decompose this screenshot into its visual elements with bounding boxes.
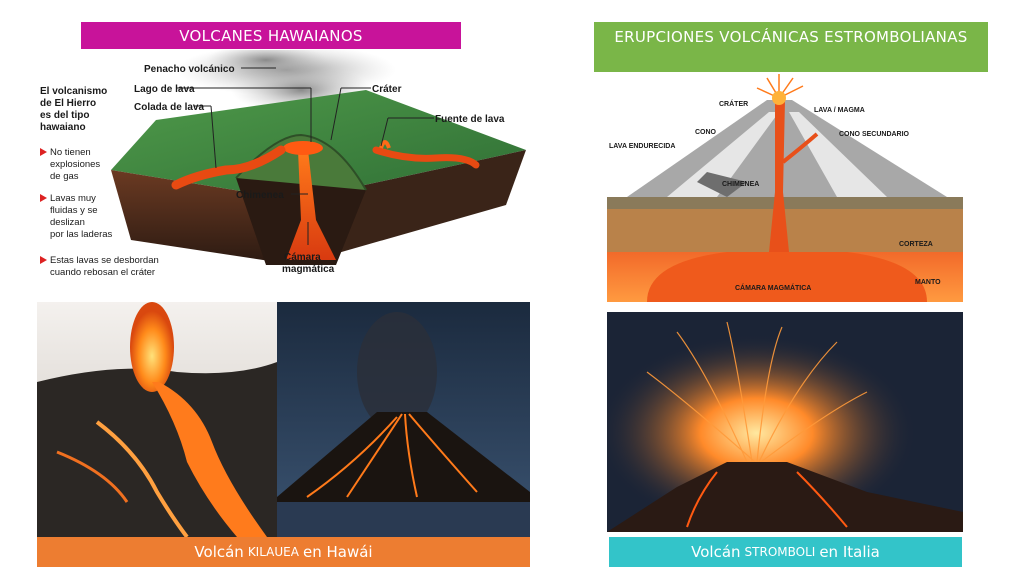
label-secondary-cone: CONO SECUNDARIO xyxy=(839,131,910,138)
caption-location: en Italia xyxy=(819,543,880,561)
side-title-line: hawaiano xyxy=(40,122,86,133)
label-crust: CORTEZA xyxy=(899,241,933,248)
svg-text:No tienen explosiones: No tienen explosiones de gas xyxy=(50,147,103,182)
svg-text:El volcanismo de El Hierro: El volcanismo de El Hierro es del tipo h… xyxy=(40,86,110,133)
caption-volcano-name: KILAUEA xyxy=(247,545,299,559)
svg-text:Lavas muy fluidas y se: Lavas muy fluidas y se deslizan por las … xyxy=(50,193,113,240)
hawaiian-volcano-diagram: El volcanismo de El Hierro es del tipo h… xyxy=(40,50,526,278)
hawaiian-volcanoes-title: VOLCANES HAWAIANOS xyxy=(179,26,363,45)
label-lava-magma: LAVA / MAGMA xyxy=(814,107,865,114)
strombolian-volcano-diagram: CRÁTER LAVA / MAGMA CONO CONO SECUNDARIO… xyxy=(607,72,963,302)
label-chamber: Cámara xyxy=(284,252,321,263)
label-chimney: Chimenea xyxy=(236,190,284,201)
svg-text:Estas lavas se desbordan: Estas lavas se desbordan cuando rebosan … xyxy=(50,255,161,278)
label-lava-fountain: Fuente de lava xyxy=(435,114,505,125)
strombolian-eruptions-title: ERUPCIONES VOLCÁNICAS ESTROMBOLIANAS xyxy=(614,28,968,46)
label-lava-flow: Colada de lava xyxy=(134,102,204,113)
svg-text:Penacho volcánico: Penacho volcánico xyxy=(144,64,235,75)
label-chamber: magmática xyxy=(282,264,335,275)
label-crater-strombolian: CRÁTER xyxy=(719,99,748,108)
caption-prefix: Volcán xyxy=(691,543,741,561)
stromboli-photo xyxy=(607,312,963,532)
label-magma-chamber: CÁMARA MAGMÁTICA xyxy=(735,283,811,292)
kilauea-caption: Volcán KILAUEA en Hawái xyxy=(37,537,530,567)
stromboli-caption: Volcán STROMBOLI en Italia xyxy=(609,537,962,567)
label-cone: CONO xyxy=(695,129,717,136)
label-mantle: MANTO xyxy=(915,279,941,286)
caption-location: en Hawái xyxy=(302,543,373,561)
hawaiian-volcanoes-banner: VOLCANES HAWAIANOS xyxy=(81,22,461,49)
label-hardened-lava: LAVA ENDURECIDA xyxy=(609,143,675,150)
label-lava-lake: Lago de lava xyxy=(134,84,195,95)
bullet-no-gas: No tienen explosiones de gas xyxy=(40,147,103,182)
side-title-line: es del tipo xyxy=(40,110,89,121)
kilauea-photo-day xyxy=(37,302,277,537)
caption-volcano-name: STROMBOLI xyxy=(744,545,816,559)
bullet-fluid-lava: Lavas muy fluidas y se deslizan por las … xyxy=(40,193,113,240)
caption-prefix: Volcán xyxy=(194,543,244,561)
bullet-overflow: Estas lavas se desbordan cuando rebosan … xyxy=(40,255,161,278)
label-chimney-strombolian: CHIMENEA xyxy=(722,181,759,188)
kilauea-photo-night xyxy=(277,302,530,537)
side-title-line: El volcanismo xyxy=(40,86,107,97)
label-plume: Penacho volcánico xyxy=(144,64,235,75)
label-crater: Cráter xyxy=(372,84,402,95)
strombolian-eruptions-banner: ERUPCIONES VOLCÁNICAS ESTROMBOLIANAS xyxy=(594,22,988,72)
side-title-line: de El Hierro xyxy=(40,98,96,109)
